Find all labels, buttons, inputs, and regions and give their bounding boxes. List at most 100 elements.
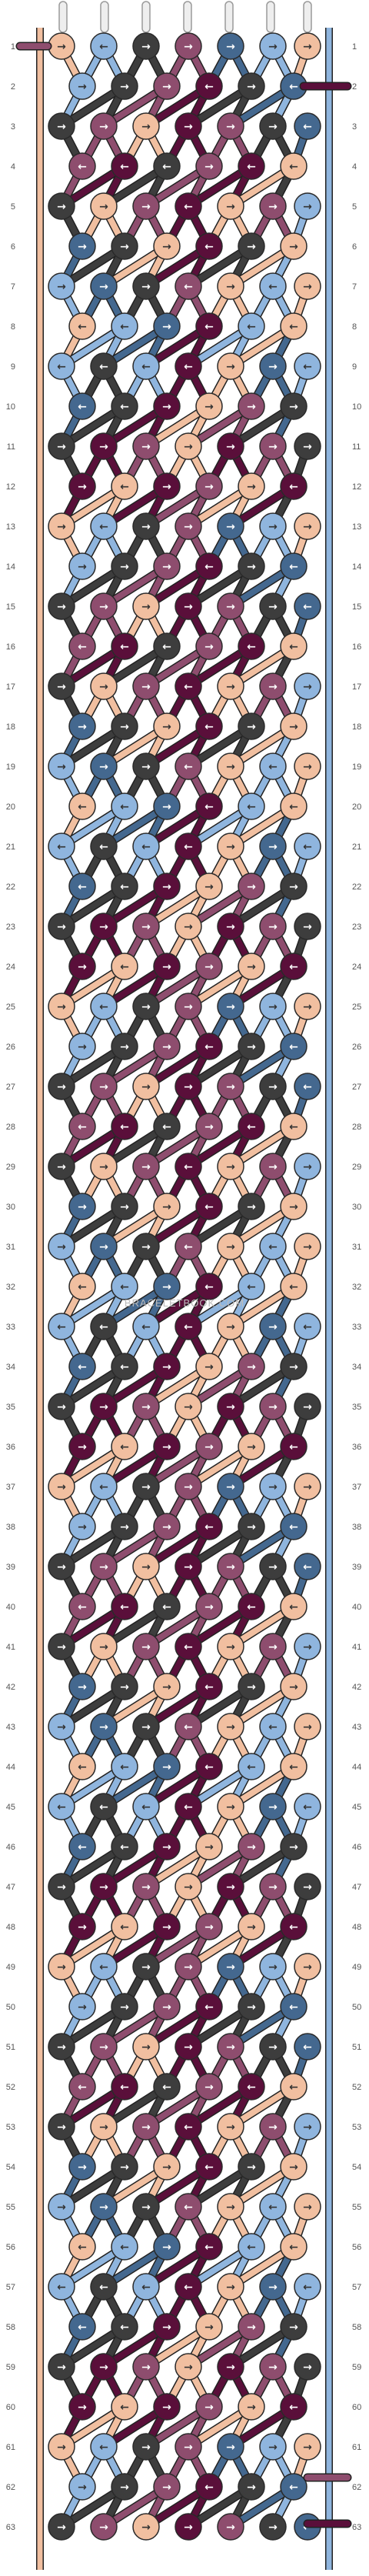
- arrow-left-icon: ←: [57, 1321, 66, 1333]
- knot-circle: [175, 2113, 202, 2141]
- knot: ←: [280, 2473, 308, 2501]
- knot-circle: [153, 1913, 181, 1940]
- knot-circle: [217, 833, 244, 860]
- knot: →: [217, 592, 244, 620]
- knot: →: [217, 752, 244, 780]
- row-label-right: 25: [352, 1003, 361, 1012]
- arrow-right-icon: →: [184, 41, 193, 53]
- knot: →: [259, 2033, 287, 2060]
- knot: →: [132, 2513, 160, 2541]
- knot: →: [217, 1073, 244, 1100]
- knot-circle: [238, 2473, 265, 2501]
- arrow-right-icon: →: [247, 1041, 256, 1053]
- arrow-left-icon: ←: [78, 1761, 87, 1774]
- arrow-right-icon: →: [303, 1481, 312, 1493]
- arrow-left-icon: ←: [289, 961, 298, 973]
- knot-circle: [175, 512, 202, 540]
- knot-circle: [175, 2353, 202, 2381]
- knot-circle: [238, 2073, 265, 2101]
- arrow-left-icon: ←: [78, 881, 87, 893]
- arrow-left-icon: ←: [303, 1321, 312, 1333]
- knot-circle: [132, 672, 160, 700]
- row-label-left: 36: [6, 1443, 15, 1452]
- arrow-right-icon: →: [226, 2121, 235, 2134]
- row-label-left: 10: [6, 402, 15, 412]
- arrow-right-icon: →: [303, 1881, 312, 1894]
- knot-circle: [294, 1393, 321, 1420]
- knot: →: [48, 752, 75, 780]
- knot: →: [294, 1393, 321, 1420]
- knot-circle: [195, 1113, 223, 1140]
- arrow-left-icon: ←: [184, 201, 193, 213]
- arrow-right-icon: →: [204, 401, 214, 413]
- knot: →: [294, 913, 321, 940]
- knot: →: [48, 1553, 75, 1580]
- knot: →: [259, 1793, 287, 1820]
- knot-circle: [238, 1833, 265, 1860]
- knot: →: [153, 1833, 181, 1860]
- knot: →: [68, 1673, 96, 1700]
- knot: →: [238, 392, 265, 420]
- arrow-right-icon: →: [141, 2121, 151, 2134]
- knot-circle: [132, 993, 160, 1020]
- row-label-left: 24: [6, 963, 15, 972]
- knot-circle: [68, 1273, 96, 1300]
- knot: →: [175, 993, 202, 1020]
- knot: →: [238, 1033, 265, 1060]
- knot-circle: [90, 833, 118, 860]
- knot-circle: [175, 2513, 202, 2541]
- knot-circle: [238, 72, 265, 100]
- knot: →: [175, 1873, 202, 1900]
- knot-circle: [90, 1953, 118, 1980]
- knot: →: [280, 712, 308, 740]
- arrow-right-icon: →: [57, 761, 66, 773]
- row-labels-right: 1234567891011121314151617181920212223242…: [352, 42, 361, 2532]
- arrow-left-icon: ←: [268, 761, 278, 773]
- knot-circle: [175, 32, 202, 60]
- knot: →: [217, 1873, 244, 1900]
- knot-circle: [153, 392, 181, 420]
- arrow-left-icon: ←: [78, 401, 87, 413]
- knot-circle: [175, 1073, 202, 1100]
- knot-circle: [68, 1673, 96, 1700]
- arrow-right-icon: →: [268, 1321, 278, 1333]
- row-label-right: 6: [352, 242, 357, 252]
- knot-circle: [294, 1713, 321, 1740]
- knot-circle: [175, 592, 202, 620]
- knot-circle: [48, 592, 75, 620]
- arrow-left-icon: ←: [120, 1761, 129, 1774]
- knot-circle: [294, 2273, 321, 2301]
- arrow-right-icon: →: [162, 2001, 171, 2014]
- row-label-left: 6: [11, 242, 15, 252]
- knot: →: [195, 1113, 223, 1140]
- arrow-right-icon: →: [57, 1001, 66, 1013]
- arrow-right-icon: →: [226, 601, 235, 613]
- arrow-left-icon: ←: [78, 2081, 87, 2094]
- knot-circle: [48, 1873, 75, 1900]
- knot: ←: [195, 1993, 223, 2020]
- arrow-right-icon: →: [99, 1401, 108, 1413]
- knot: →: [175, 1553, 202, 1580]
- arrow-left-icon: ←: [120, 2241, 129, 2254]
- knot: ←: [111, 152, 138, 180]
- arrow-left-icon: ←: [99, 2281, 108, 2294]
- knot: →: [48, 2193, 75, 2221]
- knot: →: [48, 512, 75, 540]
- knot-circle: [68, 2393, 96, 2421]
- arrow-right-icon: →: [57, 1401, 66, 1413]
- arrow-right-icon: →: [247, 2321, 256, 2334]
- arrow-right-icon: →: [303, 521, 312, 533]
- arrow-left-icon: ←: [162, 2081, 171, 2094]
- row-label-right: 55: [352, 2203, 361, 2212]
- arrow-left-icon: ←: [289, 1441, 298, 1453]
- knot-circle: [132, 833, 160, 860]
- knot: →: [294, 32, 321, 60]
- knot: →: [217, 1713, 244, 1740]
- arrow-right-icon: →: [120, 721, 129, 733]
- knot: ←: [280, 1593, 308, 1620]
- knot-circle: [280, 472, 308, 500]
- row-label-right: 56: [352, 2243, 361, 2252]
- knot-circle: [48, 752, 75, 780]
- arrow-right-icon: →: [247, 881, 256, 893]
- knot-circle: [217, 1073, 244, 1100]
